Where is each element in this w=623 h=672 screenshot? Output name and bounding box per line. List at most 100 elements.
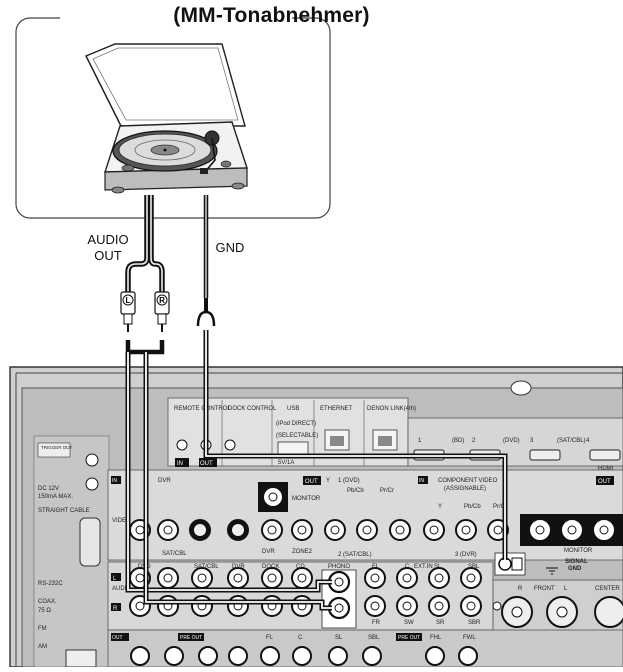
- preout-fwl-jack[interactable]: [458, 646, 478, 666]
- hdmi-3-label: 3: [530, 438, 534, 444]
- monitor-label-2: MONITOR: [564, 548, 593, 554]
- prcr-label-2: Pr/Cr: [493, 504, 507, 510]
- pbcb-label: Pb/Cb: [347, 488, 364, 494]
- plug-right-label: R: [159, 296, 165, 305]
- cd-label: CD: [296, 564, 305, 570]
- pre-out-label-2: PRE OUT: [398, 635, 420, 641]
- c-label: C: [298, 635, 303, 641]
- dc12v-max-label: 150mA MAX.: [38, 494, 73, 500]
- trigger-out-label: TRIGGER OUT: [41, 445, 73, 450]
- plug-left-label: L: [126, 296, 131, 305]
- turntable-illustration: [85, 43, 248, 194]
- rs232c-label: RS-232C: [38, 581, 63, 587]
- hdmi-1-label: 1: [418, 438, 422, 444]
- dock-label: DOCK: [262, 564, 279, 570]
- hdmi-4-label: 4: [586, 438, 590, 444]
- remote-in-jack[interactable]: [176, 439, 188, 451]
- preout-fl-jack[interactable]: [260, 646, 280, 666]
- zone2-label: ZONE2: [292, 549, 313, 555]
- audio-out-label-1: AUDIO: [87, 232, 129, 247]
- signal-gnd-label-1: SIGNAL: [565, 559, 588, 565]
- gnd-label: GND: [215, 240, 245, 255]
- preout-fhl-jack[interactable]: [425, 646, 445, 666]
- center-label: CENTER: [595, 586, 620, 592]
- am-terminal[interactable]: [65, 649, 97, 668]
- front-r-mark: R: [518, 586, 523, 592]
- sat-cbl-label-2: SAT/CBL: [194, 564, 219, 570]
- zone-out-jack-2[interactable]: [164, 646, 184, 666]
- l-mark: L: [113, 576, 117, 582]
- fl-label-top: FL: [372, 564, 380, 570]
- left-side-controls: TRIGGER OUT DC 12V 150mA MAX. STRAIGHT C…: [37, 442, 101, 668]
- usb-sub1-label: (iPod DIRECT): [276, 421, 316, 427]
- ext-in-label: EXT.IN: [414, 564, 433, 570]
- phono-label: PHONO: [328, 564, 350, 570]
- c-label-top: C: [405, 564, 410, 570]
- trigger-1-jack[interactable]: [85, 453, 99, 467]
- preout-sl-jack[interactable]: [328, 646, 348, 666]
- monitor-label: MONITOR: [292, 496, 321, 502]
- pre-out-row: OUT PRE OUT FL C SL SBL PRE OUT FHL FWL: [111, 633, 478, 666]
- preout-jack-2[interactable]: [228, 646, 248, 666]
- hdmi-dvd-label: (DVD): [503, 438, 520, 444]
- zone-out-jack-1[interactable]: [130, 646, 150, 666]
- phono-input: [321, 569, 357, 629]
- sl-label-top: SL: [434, 564, 442, 570]
- video-in-label: IN: [112, 478, 117, 484]
- audio-out-label-2: OUT: [94, 248, 122, 263]
- trigger-2-jack[interactable]: [85, 477, 99, 491]
- front-label: FRONT: [534, 586, 555, 592]
- sw-label: SW: [404, 620, 414, 626]
- hdmi-4-port[interactable]: [589, 449, 621, 461]
- hdmi-3-port[interactable]: [529, 449, 561, 461]
- dc12v-label: DC 12V: [38, 486, 59, 492]
- hdmi-bd-label: (BD): [452, 438, 464, 444]
- am-label: AM: [38, 644, 47, 650]
- usb-power-label: 5V/1A: [278, 460, 294, 466]
- usb-port[interactable]: [277, 441, 309, 455]
- center-terminal[interactable]: [594, 596, 623, 628]
- r-mark: R: [113, 606, 118, 612]
- dvr-label-top: DVR: [158, 478, 171, 484]
- fwl-label: FWL: [463, 635, 476, 641]
- title-mask: [60, 4, 292, 30]
- hdmi-satcbl-label: (SAT/CBL): [557, 438, 586, 444]
- y-label-2: Y: [438, 504, 442, 510]
- usb-sub2-label: (SELECTABLE): [276, 433, 318, 439]
- preout-sbl-jack[interactable]: [362, 646, 382, 666]
- sbr-label: SBR: [468, 620, 481, 626]
- usb-label: USB: [287, 406, 299, 412]
- rs232c-port[interactable]: [79, 517, 101, 567]
- denon-link-label: DENON LINK(4th): [367, 406, 416, 412]
- one-dvd-label: 1 (DVD): [338, 478, 360, 484]
- plug-bracket: [125, 340, 165, 355]
- remote-out-label: OUT: [200, 461, 213, 467]
- audio-label: AUDIO: [112, 586, 131, 592]
- ethernet-label: ETHERNET: [320, 406, 353, 412]
- prcr-label: Pr/Cr: [380, 488, 394, 494]
- zone-out-label: OUT: [112, 635, 123, 641]
- straight-cable-label: STRAIGHT CABLE: [38, 508, 90, 514]
- title: (MM-Tonabnehmer): [173, 4, 370, 27]
- preout-jack-1[interactable]: [198, 646, 218, 666]
- monitor-out-label: OUT: [305, 479, 318, 485]
- speaker-terminals: R FRONT L CENTER: [492, 586, 623, 628]
- component-video-area: IN COMPONENT VIDEO (ASSIGNABLE) Y 1 (DVD…: [324, 476, 623, 626]
- three-dvr-label: 3 (DVR): [455, 552, 477, 558]
- preout-c-jack[interactable]: [292, 646, 312, 666]
- component-in-label: IN: [419, 478, 424, 484]
- pbcb-label-2: Pb/Cb: [464, 504, 481, 510]
- gnd-wire-routing: [203, 330, 508, 560]
- fm-label: FM: [38, 626, 47, 632]
- sbl-label: SBL: [368, 635, 380, 641]
- dvr-label: DVR: [232, 564, 245, 570]
- fl-label: FL: [266, 635, 274, 641]
- pre-out-label: PRE OUT: [180, 635, 202, 641]
- remote-control-label: REMOTE CONTROL: [174, 406, 231, 412]
- component-video-label: COMPONENT VIDEO: [438, 478, 498, 484]
- fhl-label: FHL: [430, 635, 442, 641]
- rca-plug-left: L: [120, 291, 136, 332]
- dock-control-jack[interactable]: [224, 439, 236, 451]
